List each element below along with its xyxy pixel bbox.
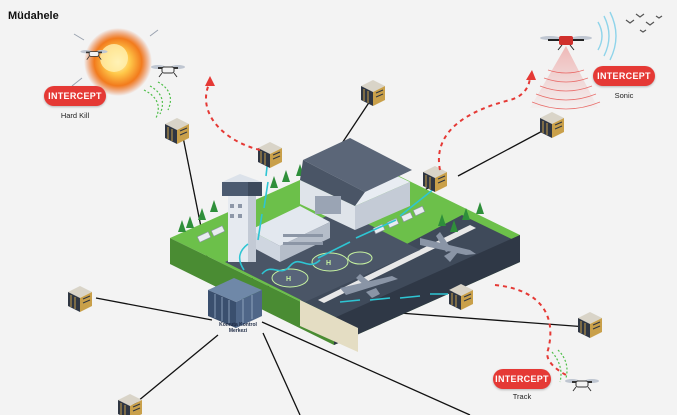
- caption-hardkill: Hard Kill: [60, 111, 90, 120]
- drone-icon-hardkill: [150, 64, 186, 78]
- intercept-badge-sonic: INTERCEPT: [593, 66, 655, 86]
- airplane-icon-2: [340, 274, 398, 298]
- sensor-unit-icon: [360, 79, 386, 107]
- command-center-label: Komuta Kontrol Merkezi: [216, 322, 260, 334]
- bird-flock-icon: [625, 13, 663, 33]
- drone-icon-track: [564, 378, 600, 392]
- path-arrowheads: [205, 70, 536, 86]
- intercept-badge-hardkill: INTERCEPT: [44, 86, 106, 106]
- sensor-unit-icon: [539, 111, 565, 139]
- sensor-unit-icon: [164, 117, 190, 145]
- caption-track: Track: [512, 392, 532, 401]
- page-title: Müdahele: [8, 10, 59, 22]
- sensor-unit-icon: [257, 141, 283, 169]
- airplane-icon: [420, 232, 476, 262]
- caption-sonic: Sonic: [614, 91, 634, 100]
- intercept-paths: [205, 75, 569, 377]
- svg-text:H: H: [326, 260, 331, 267]
- sensor-unit-icon: [117, 393, 143, 415]
- svg-text:H: H: [286, 276, 291, 283]
- sensor-unit-icon: [577, 311, 603, 339]
- sonic-beam: [530, 46, 601, 110]
- sensor-unit-icon: [67, 285, 93, 313]
- intercept-badge-track: INTERCEPT: [493, 369, 551, 389]
- command-center-label-line2: Merkezi: [228, 328, 248, 334]
- hangar-icon: [300, 138, 412, 230]
- drone-icon-sonic: [540, 36, 592, 51]
- sound-waves: [597, 11, 617, 61]
- jamming-waves: [143, 81, 568, 383]
- control-tower-icon: [222, 174, 262, 262]
- command-center-label-line1: Komuta Kontrol: [219, 322, 257, 328]
- command-center-icon: [208, 278, 262, 328]
